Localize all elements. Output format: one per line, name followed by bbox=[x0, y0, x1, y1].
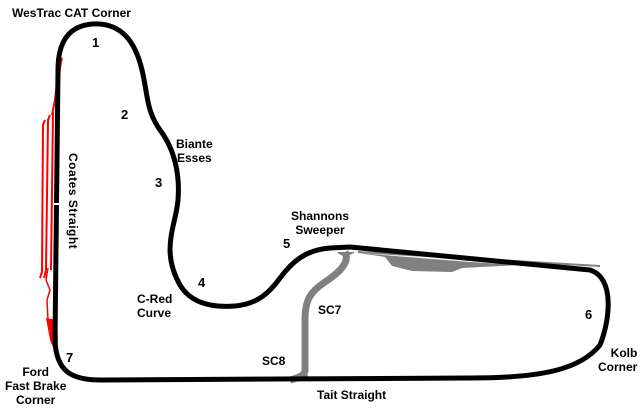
red-runoff-areas bbox=[39, 57, 63, 321]
service-road-label-sc7: SC7 bbox=[318, 303, 342, 317]
cred-line1: C-Red bbox=[137, 292, 173, 306]
turn-number-6: 6 bbox=[585, 307, 593, 322]
cred-line2: Curve bbox=[137, 306, 172, 320]
biante-line1: Biante bbox=[176, 137, 213, 151]
kolb-line2: Corner bbox=[598, 360, 638, 374]
turn-number-1: 1 bbox=[92, 35, 100, 50]
corner-label-westrac: WesTrac CAT Corner bbox=[12, 6, 131, 20]
main-track bbox=[52, 21, 611, 383]
corner-label-biante: Biante Esses bbox=[176, 137, 213, 165]
turn-number-7: 7 bbox=[66, 350, 74, 365]
ford-line3: Corner bbox=[16, 393, 56, 407]
turn-number-2: 2 bbox=[121, 107, 129, 122]
corner-label-cred: C-Red Curve bbox=[137, 292, 172, 320]
biante-line2: Esses bbox=[176, 151, 212, 165]
ford-line1: Ford bbox=[22, 365, 50, 379]
corner-label-ford: Ford Fast Brake Corner bbox=[5, 365, 66, 407]
turn-number-4: 4 bbox=[198, 275, 206, 290]
service-road-label-sc8: SC8 bbox=[262, 354, 286, 368]
straight-label-coates: Coates Straight bbox=[66, 153, 80, 250]
kolb-line1: Kolb bbox=[610, 346, 638, 360]
pit-lane bbox=[358, 253, 520, 272]
ford-line2: Fast Brake bbox=[5, 379, 67, 393]
corner-label-shannons: Shannons Sweeper bbox=[291, 209, 349, 237]
corner-label-kolb: Kolb Corner bbox=[598, 346, 637, 374]
turn-number-5: 5 bbox=[283, 236, 291, 251]
turn-number-3: 3 bbox=[155, 175, 163, 190]
shannons-line2: Sweeper bbox=[295, 223, 345, 237]
start-finish-line bbox=[53, 203, 61, 205]
shannons-line1: Shannons bbox=[291, 209, 350, 223]
straight-label-tait: Tait Straight bbox=[317, 388, 387, 402]
